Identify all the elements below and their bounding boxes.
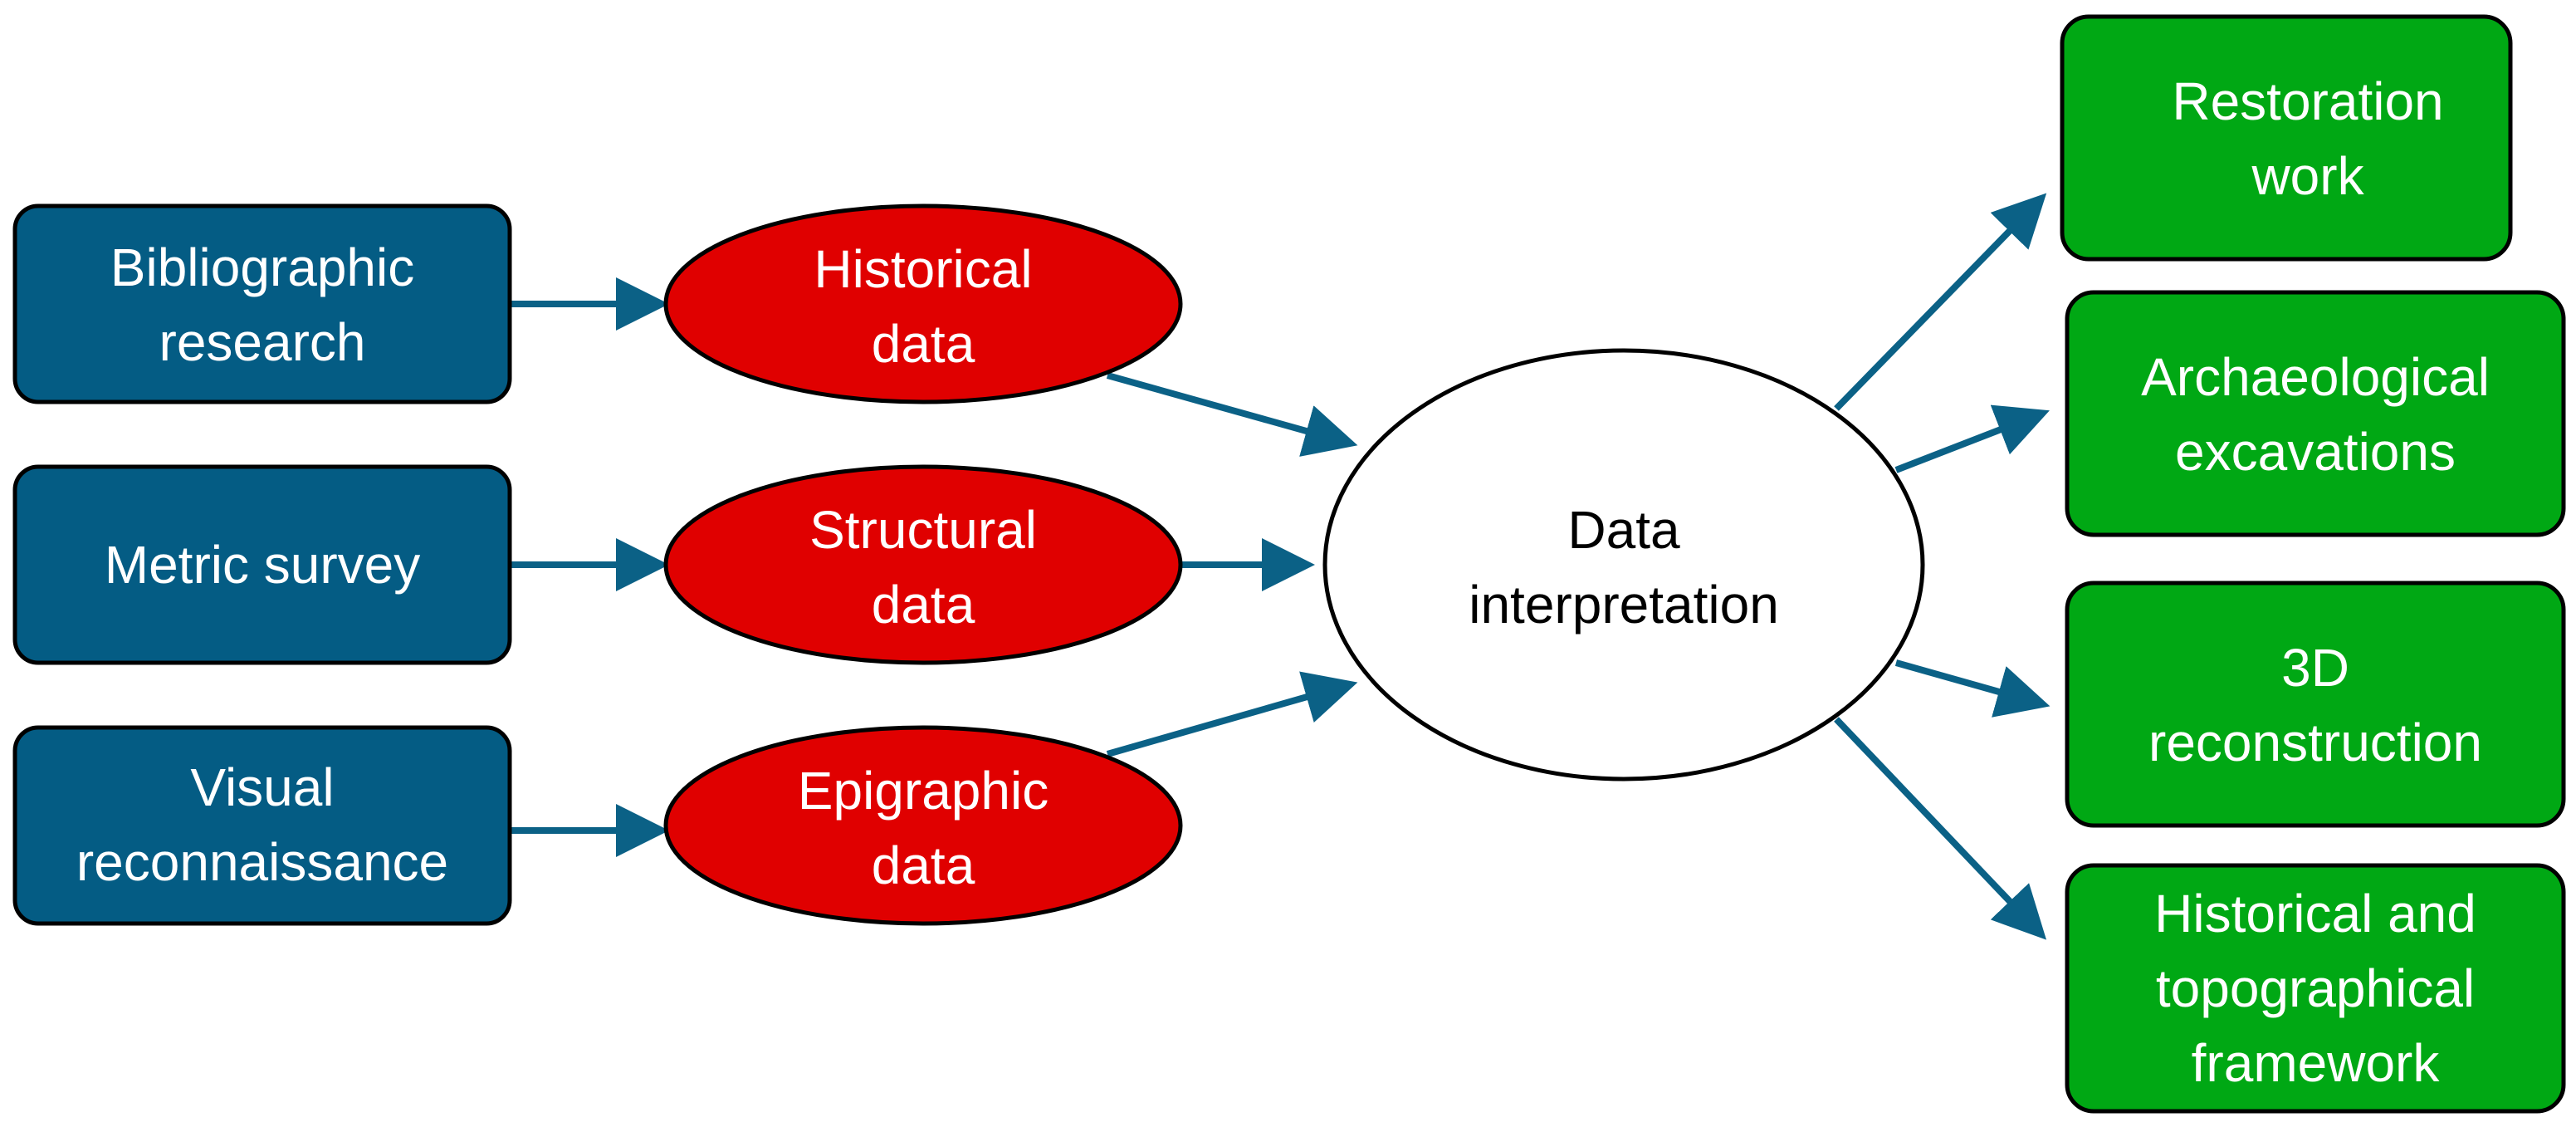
arrow-interpretation-to-restoration — [1834, 193, 2047, 411]
structural-data-node: Structural data — [663, 464, 1183, 665]
visual-reconnaissance-box: Visual reconnaissance — [12, 725, 512, 926]
3d-reconstruction-box: 3D reconstruction — [2065, 581, 2566, 828]
structural-data-line1: Structural — [809, 500, 1037, 560]
archaeological-excavations-line1: Archaeological — [2141, 347, 2490, 407]
arrow-interpretation-to-reconstruction — [1894, 659, 2051, 718]
restoration-work-line1: Restoration — [2172, 71, 2443, 131]
arrow-interpretation-to-framework — [1834, 717, 2047, 940]
3d-reconstruction-line2: reconstruction — [2148, 713, 2482, 772]
data-interpretation-node: Data interpretation — [1322, 348, 1925, 782]
bibliographic-research-line2: research — [159, 312, 366, 372]
data-interpretation-line1: Data — [1567, 500, 1680, 560]
historical-data-line2: data — [872, 314, 975, 374]
historical-data-node: Historical data — [663, 203, 1183, 404]
bibliographic-research-line1: Bibliographic — [110, 238, 414, 297]
source-boxes: Bibliographic research Metric survey Vis… — [12, 203, 512, 926]
data-interpretation-line2: interpretation — [1469, 575, 1779, 635]
visual-reconnaissance-line1: Visual — [190, 757, 334, 817]
connector-arrows — [511, 193, 2051, 940]
3d-reconstruction-line1: 3D — [2281, 638, 2349, 698]
historical-topographical-framework-box: Historical and topographical framework — [2065, 863, 2566, 1114]
archaeological-excavations-box: Archaeological excavations — [2065, 290, 2566, 537]
data-ellipses: Historical data Structural data Epigraph… — [663, 203, 1183, 926]
epigraphic-data-node: Epigraphic data — [663, 725, 1183, 926]
metric-survey-box: Metric survey — [12, 464, 512, 665]
framework-line3: framework — [2192, 1033, 2441, 1093]
restoration-work-box: Restoration work — [2060, 14, 2513, 262]
visual-reconnaissance-line2: reconnaissance — [76, 832, 448, 892]
epigraphic-data-line2: data — [872, 835, 975, 895]
structural-data-line2: data — [872, 575, 975, 635]
restoration-work-line2: work — [2251, 146, 2364, 206]
archaeological-excavations-line2: excavations — [2175, 422, 2456, 482]
arrow-interpretation-to-excavations — [1894, 404, 2050, 473]
framework-line1: Historical and — [2154, 884, 2476, 943]
epigraphic-data-line1: Epigraphic — [798, 761, 1048, 821]
arrow-epigraphic-to-interpretation — [1106, 671, 1358, 757]
bibliographic-research-box: Bibliographic research — [12, 203, 512, 404]
framework-line2: topographical — [2156, 958, 2475, 1018]
historical-data-line1: Historical — [814, 239, 1032, 299]
arrow-historical-to-interpretation — [1106, 372, 1358, 457]
metric-survey-label: Metric survey — [105, 535, 421, 595]
output-boxes: Restoration work Archaeological excavati… — [2060, 14, 2566, 1114]
